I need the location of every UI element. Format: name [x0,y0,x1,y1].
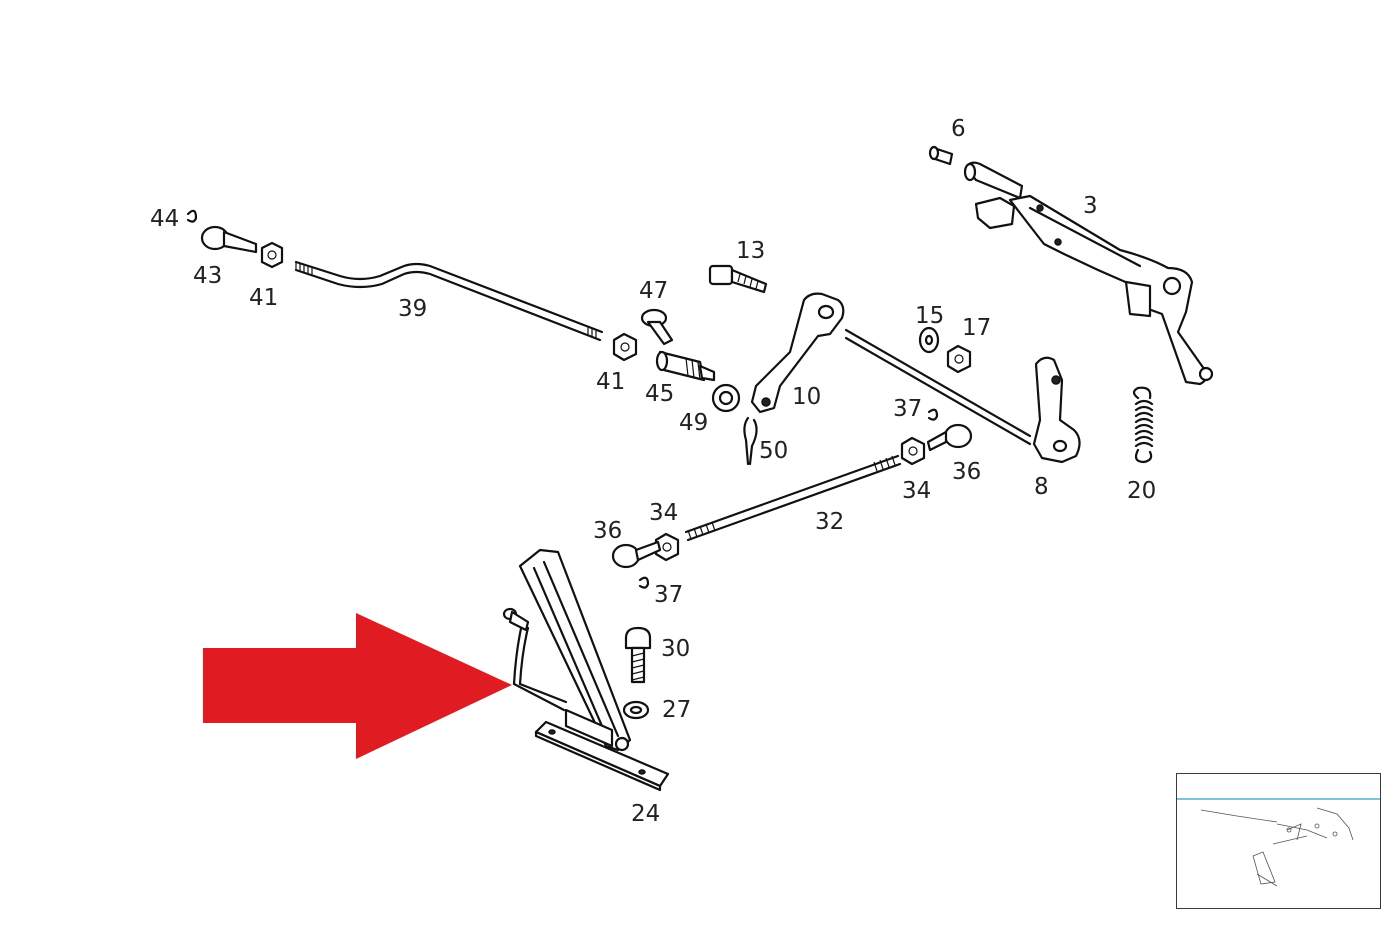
part-43-ball-socket [200,225,258,254]
label-50: 50 [759,438,788,464]
label-36: 36 [952,459,981,485]
part-20-spring [1132,386,1154,464]
part-17-nut [946,344,972,374]
part-30-bolt [624,626,652,684]
label-24: 24 [631,801,660,827]
label-13: 13 [736,238,765,264]
part-37-clip [927,408,939,421]
label-45: 45 [645,381,674,407]
thumbnail-header [1177,774,1380,800]
label-15: 15 [915,303,944,329]
thumbnail-preview [1200,807,1354,887]
part-13-bolt [708,264,768,294]
label-17: 17 [962,315,991,341]
label-47: 47 [639,278,668,304]
overview-thumbnail[interactable] [1176,773,1381,909]
part-24-pedal [502,548,670,792]
label-41: 41 [249,285,278,311]
label-8: 8 [1034,474,1049,500]
part-45-sleeve [655,350,716,382]
part-27-washer [622,700,650,720]
label-41-second: 41 [596,369,625,395]
label-44: 44 [150,206,179,232]
label-6: 6 [951,116,966,142]
label-30: 30 [661,636,690,662]
label-37: 37 [893,396,922,422]
part-32-rod [684,454,902,542]
label-49: 49 [679,410,708,436]
part-44-clip [186,209,198,223]
part-37-clip-2 [638,576,650,589]
part-34-nut [900,436,926,466]
part-47-pin [640,308,674,346]
label-10: 10 [792,384,821,410]
label-43: 43 [193,263,222,289]
part-39-rod [294,260,604,342]
part-10-lever [750,292,845,414]
part-6-cap [928,145,954,166]
label-37-second: 37 [654,582,683,608]
part-41-nut-2 [612,332,638,362]
label-27: 27 [662,697,691,723]
part-rod-10-to-8 [844,328,1032,446]
label-34: 34 [902,478,931,504]
part-3-lever-assembly [963,161,1214,386]
label-39: 39 [398,296,427,322]
part-36-ball-socket [926,423,973,452]
part-50-cotter-pin [743,416,758,466]
part-15-washer [918,326,940,354]
part-49-washer [711,383,741,413]
label-20: 20 [1127,478,1156,504]
label-32: 32 [815,509,844,535]
part-36-ball-socket-2 [611,540,662,569]
label-34-second: 34 [649,500,678,526]
pointer-arrow [203,613,512,759]
part-34-nut-2 [654,532,680,562]
label-3: 3 [1083,193,1098,219]
part-8-bracket [1032,356,1081,464]
part-41-nut [260,241,284,269]
label-36-second: 36 [593,518,622,544]
